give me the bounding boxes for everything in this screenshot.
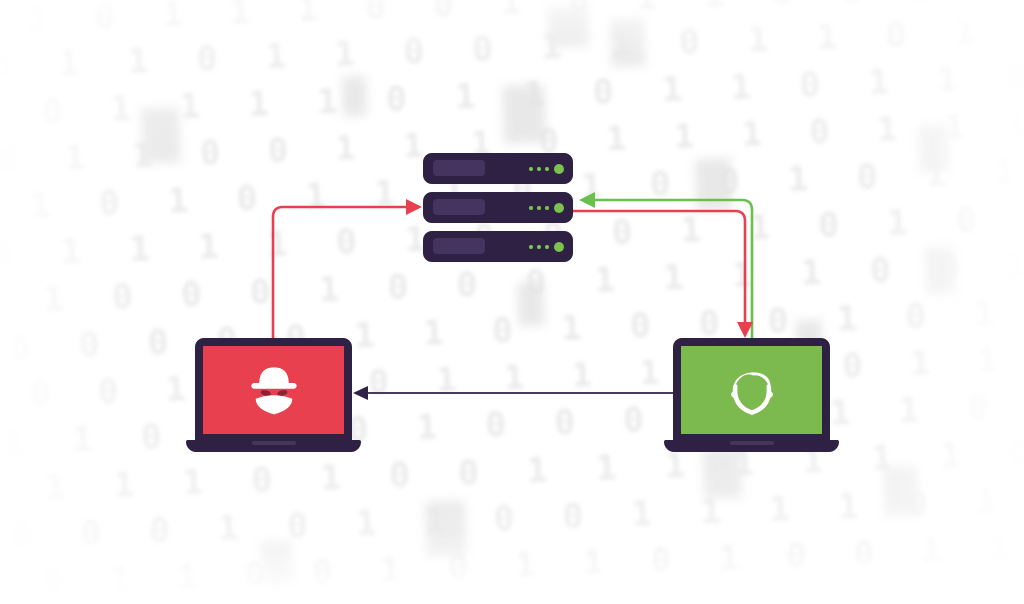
user-laptop-screen-frame	[673, 338, 830, 440]
hinge-notch	[729, 441, 774, 445]
user-laptop-display	[681, 346, 822, 434]
attacker-laptop	[186, 338, 361, 452]
server-drive-panel	[433, 199, 485, 215]
server-led-lights	[529, 153, 564, 184]
arrow-user-to-attacker	[353, 386, 673, 400]
led-icon	[529, 166, 533, 171]
user-laptop-base	[664, 440, 839, 452]
server-stack	[423, 153, 573, 270]
led-icon	[537, 166, 541, 171]
server-drive-panel	[433, 160, 485, 176]
attacker-laptop-screen-frame	[195, 338, 352, 440]
server-unit	[423, 231, 573, 262]
hacker-mask-icon	[250, 367, 297, 415]
hinge-notch	[251, 441, 296, 445]
attacker-laptop-display	[203, 346, 344, 434]
server-led-lights	[529, 192, 564, 223]
attacker-laptop-base	[186, 440, 361, 452]
arrow-attacker-to-server	[271, 199, 422, 339]
server-led-lights	[529, 231, 564, 262]
power-led-icon	[554, 163, 564, 174]
server-unit	[423, 153, 573, 184]
led-icon	[545, 166, 549, 171]
server-unit	[423, 192, 573, 223]
arrow-user-to-server	[579, 192, 754, 339]
person-icon	[730, 372, 773, 415]
led-icon	[529, 205, 533, 210]
led-icon	[545, 205, 549, 210]
led-icon	[545, 244, 549, 249]
led-icon	[537, 205, 541, 210]
arrow-server-to-user	[573, 209, 753, 338]
power-led-icon	[554, 241, 564, 252]
power-led-icon	[554, 202, 564, 213]
server-drive-panel	[433, 238, 485, 254]
user-laptop	[664, 338, 839, 452]
led-icon	[537, 244, 541, 249]
led-icon	[529, 244, 533, 249]
